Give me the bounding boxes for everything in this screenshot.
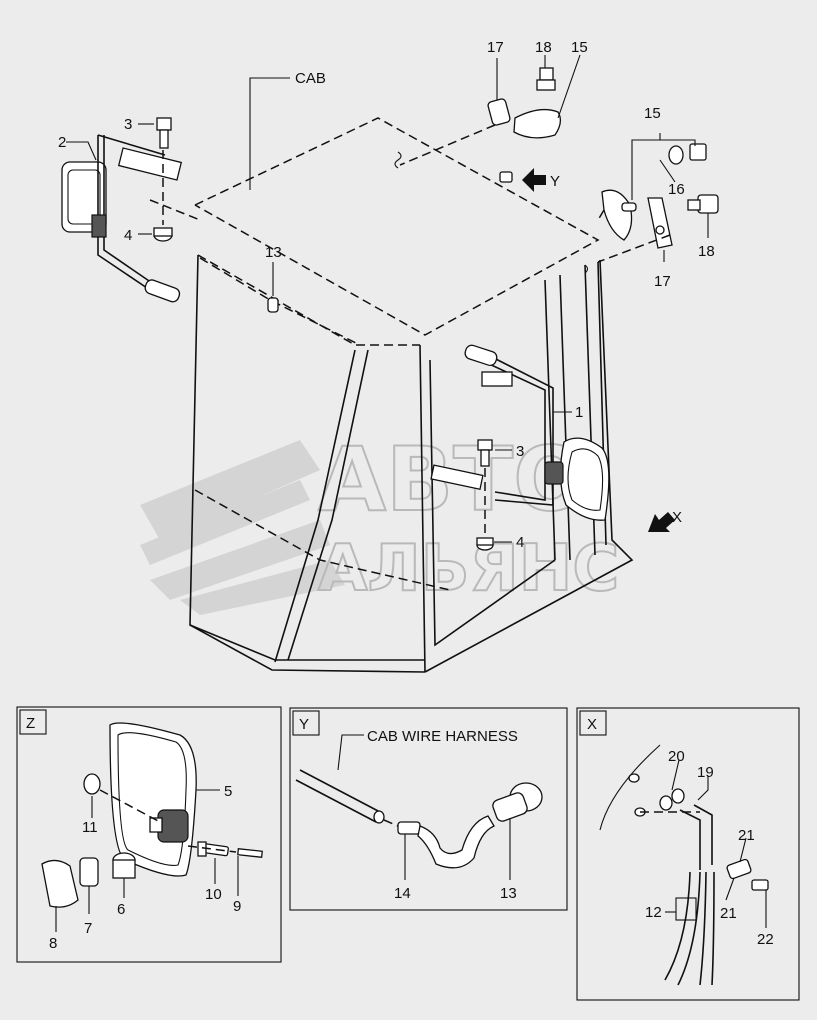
callout-3-top: 3 [124,116,132,133]
callout-15-right: 15 [644,105,661,122]
callout-2: 2 [58,134,66,151]
callout-13-detail: 13 [500,885,517,902]
detail-y: Y CAB WIRE HARNESS 14 13 [289,707,568,911]
callout-11: 11 [82,819,98,836]
detail-y-title: Y [299,716,309,733]
callout-8: 8 [49,935,57,952]
detail-z-title: Z [26,715,35,732]
view-label-y: Y [550,173,560,190]
right-mirror-assembly: 1 3 4 [430,344,610,551]
callout-10: 10 [205,886,222,903]
callout-18-top: 18 [535,39,552,56]
callout-3-mid: 3 [516,443,524,460]
callout-4-left: 4 [124,227,132,244]
view-label-x: X [672,509,682,526]
top-light-assembly: 17 18 15 [399,39,588,166]
callout-9: 9 [233,898,241,915]
watermark-logo [140,440,345,615]
callout-12: 12 [645,904,662,921]
view-arrow-y: Y [499,168,560,192]
callout-5: 5 [224,783,232,800]
callout-13: 13 [265,244,282,261]
callout-21-top: 21 [738,827,755,844]
right-light-assembly: 15 16 17 18 [597,105,719,290]
callout-18-right: 18 [698,243,715,260]
callout-14: 14 [394,885,411,902]
detail-x-title: X [587,716,597,733]
callout-20: 20 [668,748,685,765]
connector-13: 13 [265,244,282,313]
watermark: АВТО АЛЬЯНС [140,427,620,615]
left-mirror-assembly: 2 3 4 [58,116,201,303]
cab-body: CAB [189,70,634,673]
callout-6: 6 [117,901,125,918]
cab-wire-harness-label: CAB WIRE HARNESS [367,728,518,745]
callout-15-top: 15 [571,39,588,56]
callout-4-mid: 4 [516,534,524,551]
callout-17-right: 17 [654,273,671,290]
callout-1: 1 [575,404,583,421]
cab-label: CAB [295,70,326,87]
callout-22: 22 [757,931,774,948]
detail-z: Z 5 11 6 7 8 10 9 [16,706,282,963]
callout-7: 7 [84,920,92,937]
callout-16: 16 [668,181,685,198]
callout-21-bottom: 21 [720,905,737,922]
callout-19: 19 [697,764,714,781]
callout-17-top: 17 [487,39,504,56]
watermark-line2: АЛЬЯНС [318,532,619,606]
view-arrow-x: X [648,509,682,532]
detail-x: X 20 19 21 21 22 12 [576,707,800,1001]
